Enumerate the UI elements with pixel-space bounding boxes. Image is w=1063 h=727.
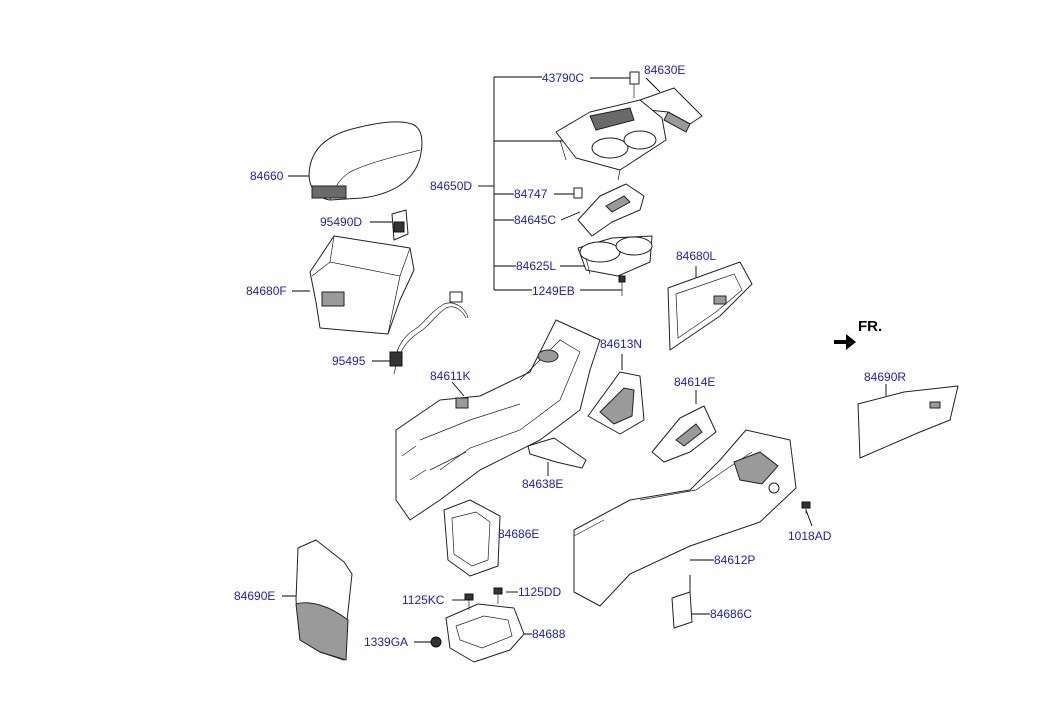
part-1125KC-bolt [464,593,474,610]
part-84688-bracket [445,603,525,663]
label-84630E: 84630E [644,63,685,77]
label-84688: 84688 [532,627,566,641]
front-direction-marker: FR. [834,318,882,350]
part-1125DD-bolt [493,587,503,604]
part-95490D-switch [391,209,409,241]
label-84650D: 84650D [430,179,472,193]
label-84686E: 84686E [498,527,539,541]
part-84680F-box [309,235,415,335]
part-84690R-panel [857,385,959,459]
part-labels: 43790C 84630E 84660 84650D 84747 95490D … [234,63,906,649]
label-84613N: 84613N [600,337,642,351]
part-84612P-console [573,429,797,607]
part-84660-armrest [308,121,423,201]
label-84612P: 84612P [714,553,755,567]
part-95495-cable [389,291,469,375]
part-84614E-bracket [651,405,717,463]
front-label: FR. [858,318,882,335]
label-84614E: 84614E [674,375,715,389]
label-84660: 84660 [250,169,284,183]
label-84680F: 84680F [246,284,287,298]
label-1125KC: 1125KC [402,593,445,607]
part-1018AD-screw [801,501,811,514]
part-84686C-clip [671,591,693,629]
part-84690E-cover [295,539,353,661]
label-84680L: 84680L [676,249,716,263]
part-1339GA-nut [430,636,442,648]
label-1249EB: 1249EB [532,284,575,298]
label-43790C: 43790C [542,71,584,85]
part-84650D-panel [555,99,667,181]
part-1249EB-screw [618,275,626,296]
label-84625L: 84625L [516,259,556,273]
part-84630E-cover [639,87,703,133]
label-84690E: 84690E [234,589,275,603]
label-1339GA: 1339GA [364,635,408,649]
label-1125DD: 1125DD [518,585,561,599]
front-arrow-icon [834,334,856,350]
part-84611K-frame [395,319,601,521]
label-84690R: 84690R [864,370,906,384]
label-84638E: 84638E [522,477,563,491]
label-84686C: 84686C [710,607,752,621]
label-95495: 95495 [332,354,366,368]
label-84747: 84747 [514,187,548,201]
part-84613N-pocket [587,371,645,435]
part-43790C-knob [629,71,640,98]
label-84645C: 84645C [514,213,556,227]
part-84645C-bracket [577,183,645,237]
part-84680L-trim [667,261,753,351]
part-84625L-cupholder [577,235,653,277]
label-84611K: 84611K [430,369,470,383]
part-84638E-holder [527,437,587,469]
part-84747-clip [573,187,583,199]
label-95490D: 95490D [320,215,362,229]
part-84686E-bracket [443,499,501,577]
label-1018AD: 1018AD [788,529,832,543]
